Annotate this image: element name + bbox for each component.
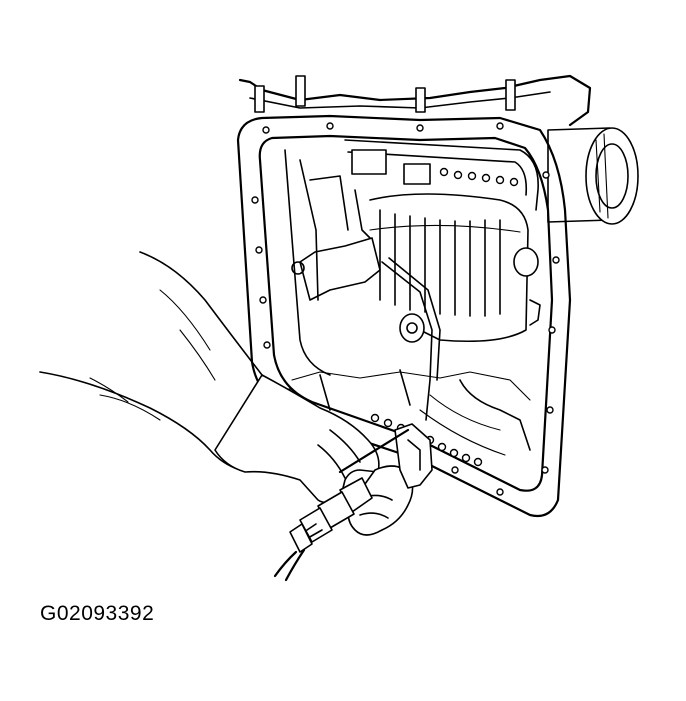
transmission-case [238,74,592,127]
figure-identifier: G02093392 [40,602,155,625]
technician-hand [214,374,414,536]
drain-plug-socket [273,477,373,582]
gasket [344,139,541,326]
oil-pan-flange [236,114,572,518]
wrench-tool [338,423,433,489]
valve-body [291,189,539,421]
oil-filter-cylinder [547,127,639,225]
